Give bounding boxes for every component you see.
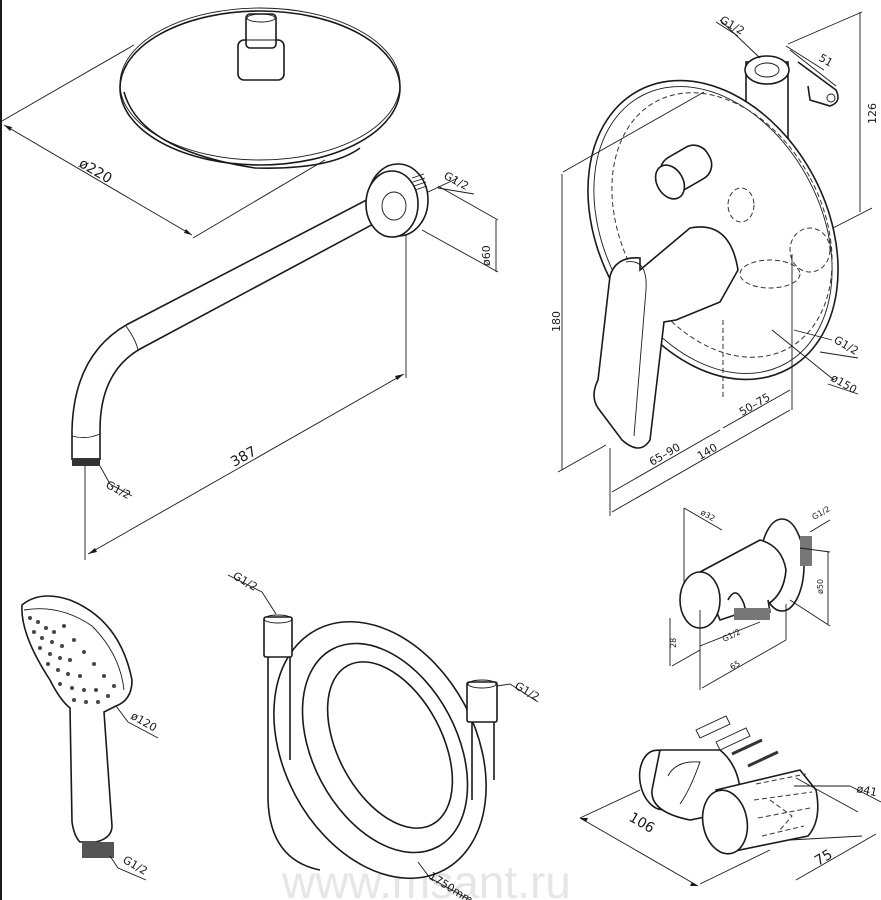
- concealed-mixer: [587, 55, 839, 449]
- arm-length-label: 387: [228, 444, 259, 471]
- outlet-height-label: 28: [669, 638, 678, 648]
- outlet-top-diameter-label: ø32: [699, 508, 717, 523]
- holder-width-label: 75: [812, 847, 835, 870]
- hose-left-thread-label: G1/2: [231, 569, 260, 593]
- mixer-depth-back-label: 50–75: [737, 391, 773, 419]
- outlet-length-label: 65: [729, 659, 742, 672]
- holder-diameter-label: ø41: [855, 782, 878, 799]
- frame-left-border: [0, 0, 2, 900]
- mixer-inlet-thread-label: G1/2: [718, 13, 747, 37]
- arm-dimensions: G1/2 ø60 387 G1/2: [84, 169, 499, 560]
- spray-nozzles: [28, 616, 116, 704]
- outlet-flange-diameter-label: ø50: [816, 579, 825, 594]
- mixer-plate-height-label: 180: [550, 311, 563, 332]
- wall-plugs-and-screws: [695, 715, 779, 768]
- hose-right-thread-label: G1/2: [513, 679, 542, 703]
- wall-outlet-dimensions: ø32 G1/2 ø50 28 G1/2 65: [669, 504, 832, 690]
- hand-shower-dimensions: ø120 G1/2: [109, 705, 159, 881]
- mixer-body-height-label: 126: [866, 103, 879, 124]
- mixer-depth-front-label: 65–90: [647, 441, 683, 469]
- mixer-bracket-width-label: 51: [817, 51, 836, 69]
- mixer-total-depth-label: 140: [695, 441, 720, 463]
- outlet-bottom-thread-label: G1/2: [721, 627, 742, 643]
- shower-holder: [638, 715, 819, 855]
- shower-hose: [263, 614, 498, 880]
- arm-outlet-thread-label: G1/2: [104, 478, 133, 502]
- mixer-plate-diameter-label: ø150: [829, 371, 860, 396]
- hand-shower-thread-label: G1/2: [121, 853, 150, 877]
- wall-outlet: [679, 518, 812, 629]
- outlet-back-thread-label: G1/2: [811, 504, 832, 521]
- arm-flange-diameter-label: ø60: [480, 245, 493, 266]
- overhead-shower: [119, 7, 401, 169]
- overhead-diameter-label: ø220: [76, 156, 115, 188]
- hand-shower: [21, 595, 133, 858]
- holder-length-label: 106: [626, 810, 657, 837]
- shower-arm: [71, 163, 429, 466]
